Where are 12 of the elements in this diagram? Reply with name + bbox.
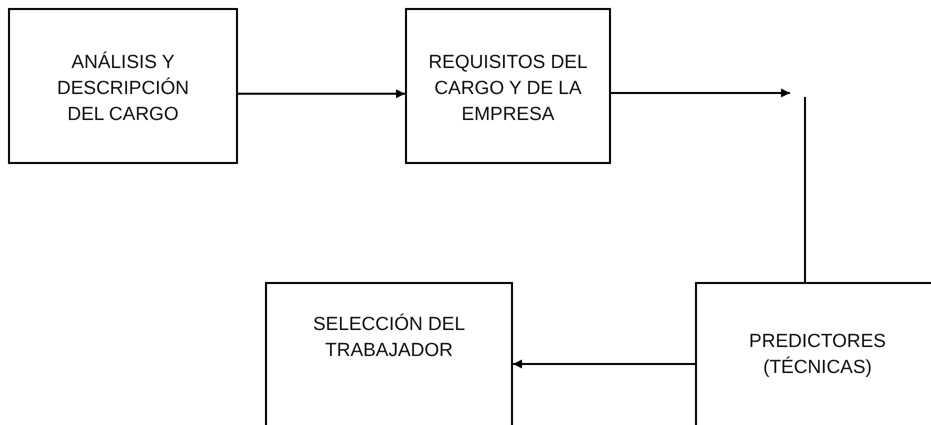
box-label: PREDICTORES (TÉCNICAS)	[748, 330, 887, 380]
process-box	[265, 282, 513, 425]
arrow	[238, 89, 405, 98]
arrow	[611, 88, 790, 98]
process-box	[695, 282, 931, 425]
box-label: REQUISITOS DEL CARGO Y DE LA EMPRESA	[427, 51, 589, 127]
box-label: SELECCIÓN DEL TRABAJADOR	[312, 312, 466, 363]
arrow	[513, 360, 695, 368]
process-box	[405, 8, 611, 164]
box-label: ANÁLISIS Y DESCRIPCIÓN DEL CARGO	[56, 50, 190, 127]
process-box	[8, 8, 238, 164]
connector-line	[804, 97, 806, 282]
